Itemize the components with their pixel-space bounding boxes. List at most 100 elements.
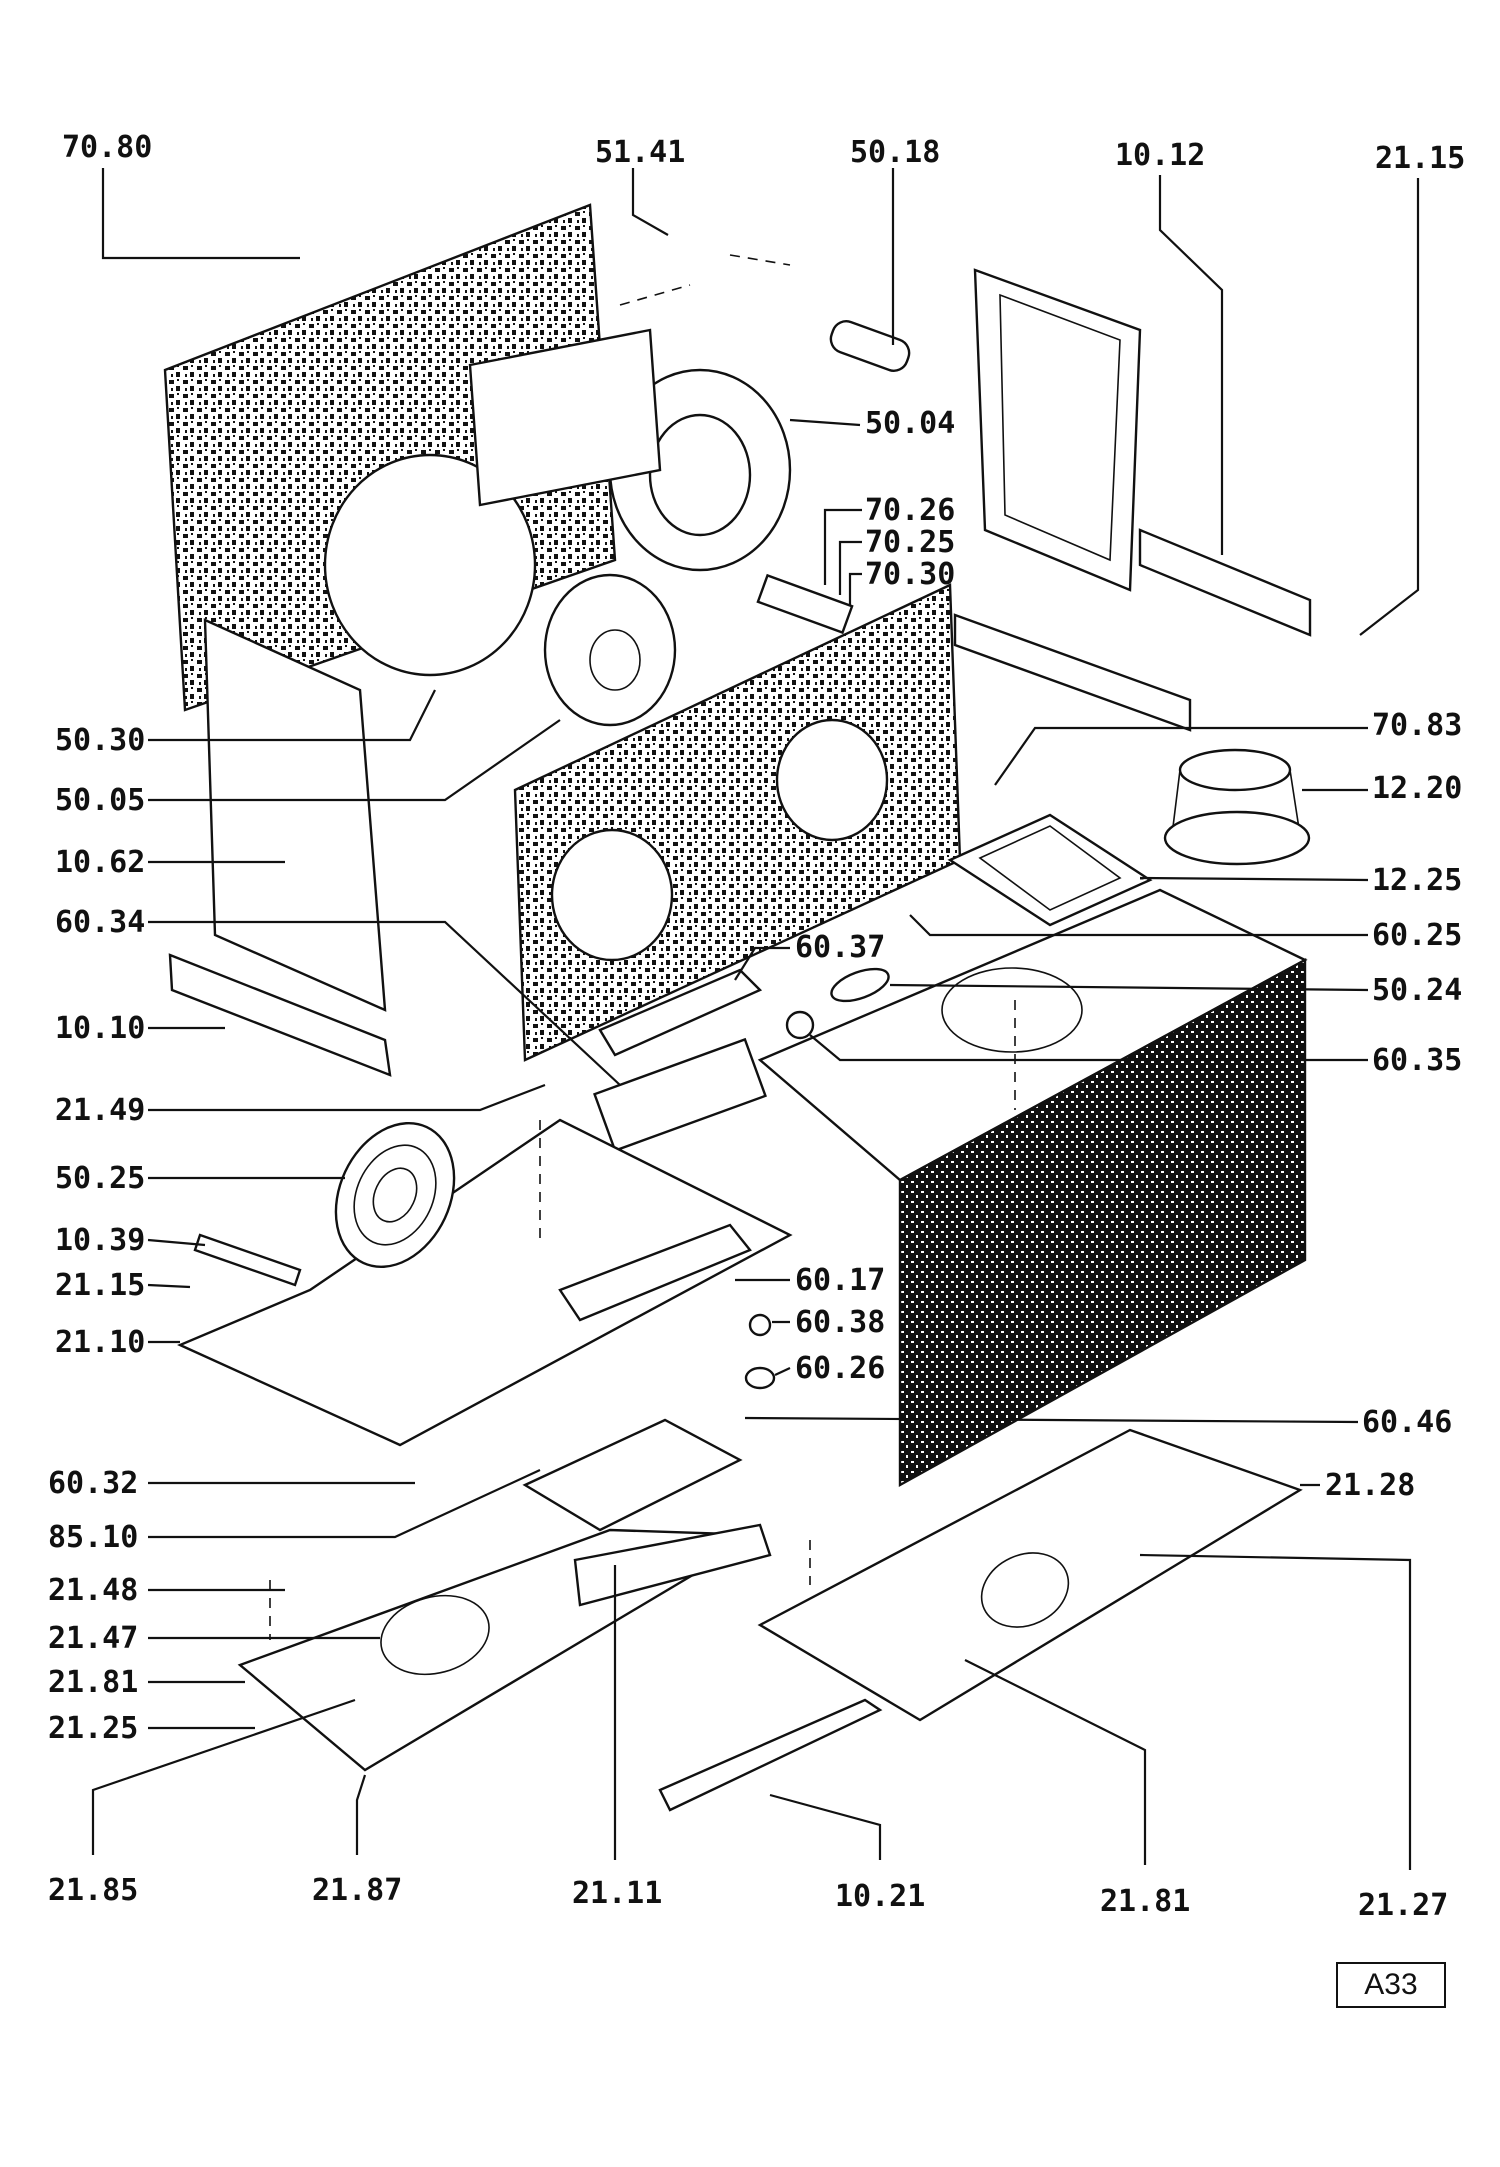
- part-label: 60.32: [48, 1466, 138, 1501]
- blower-housing-left: [323, 453, 537, 677]
- part-label: 21.10: [55, 1325, 145, 1360]
- fan-guard-ring-2: [372, 1167, 418, 1223]
- vent-grille-slots: [978, 825, 1122, 911]
- leader-10-12: [1158, 175, 1224, 555]
- part-label: 50.04: [865, 406, 955, 441]
- motor-bracket: [468, 328, 662, 507]
- control-unit: [593, 1037, 767, 1153]
- part-label: 60.26: [795, 1351, 885, 1386]
- part-label: 70.26: [865, 493, 955, 528]
- fan-guard-ring-1: [353, 1144, 437, 1246]
- lower-right-rail: [953, 613, 1192, 732]
- left-rail: [168, 953, 392, 1077]
- part-label: 50.24: [1372, 973, 1462, 1008]
- part-label: 50.30: [55, 723, 145, 758]
- part-label: 21.28: [1325, 1468, 1415, 1503]
- control-board: [598, 968, 763, 1057]
- filter-tray: [522, 1418, 743, 1532]
- leader-21-87: [355, 1774, 367, 1855]
- part-label: 60.17: [795, 1263, 885, 1298]
- part-label: 60.38: [795, 1305, 885, 1340]
- part-label: 50.18: [850, 135, 940, 170]
- right-rail: [1138, 528, 1312, 637]
- leader-50-05: [148, 719, 561, 802]
- bottom-filter-right-grille: [980, 1552, 1070, 1628]
- leader-70-80: [101, 168, 300, 260]
- leader-50-30: [148, 689, 436, 742]
- leader-10-21: [769, 1793, 882, 1860]
- leader-51-41: [631, 168, 669, 236]
- part-label: 60.46: [1362, 1405, 1452, 1440]
- part-label: 21.11: [572, 1876, 662, 1911]
- leader-85-10: [148, 1469, 541, 1539]
- part-label: 50.05: [55, 783, 145, 818]
- part-label: 21.48: [48, 1573, 138, 1608]
- middle-tray: [177, 1118, 793, 1447]
- leader-lines: [91, 168, 1420, 1870]
- housing-front: [898, 957, 1307, 1488]
- part-label: 60.37: [795, 930, 885, 965]
- bottom-filter-right: [757, 1428, 1303, 1722]
- part-label: 12.25: [1372, 863, 1462, 898]
- part-label: 70.83: [1372, 708, 1462, 743]
- part-label: 10.62: [55, 845, 145, 880]
- knob: [748, 1313, 772, 1337]
- leader-60-35: [809, 1034, 1368, 1062]
- leader-70-26: [823, 508, 862, 585]
- front-panel-hole-left: [550, 828, 674, 962]
- leader-70-83: [994, 726, 1368, 786]
- leader-12-25: [1139, 876, 1369, 882]
- leader-60-46: [744, 1416, 1359, 1424]
- blower-wheel-hub: [589, 629, 641, 691]
- part-label: 21.49: [55, 1093, 145, 1128]
- center-bar: [573, 1523, 772, 1607]
- part-label: 10.39: [55, 1223, 145, 1258]
- part-label: 21.81: [48, 1665, 138, 1700]
- front-panel-hole-right: [775, 718, 889, 842]
- leader-60-25: [909, 914, 1368, 937]
- leader-21-49: [148, 1083, 546, 1112]
- leader-60-34: [148, 920, 621, 1086]
- blower-wheel-right: [648, 413, 752, 537]
- part-label: 21.87: [312, 1873, 402, 1908]
- leader-50-24: [889, 983, 1369, 992]
- part-label: 21.15: [55, 1268, 145, 1303]
- lamp-bulb: [830, 967, 890, 1003]
- leader-10-39: [147, 1238, 206, 1247]
- leader-21-15a: [1359, 178, 1420, 636]
- duct-collar-base: [1163, 810, 1311, 866]
- leader-70-30: [848, 572, 862, 605]
- bracket-small: [193, 1233, 302, 1287]
- part-label: 60.34: [55, 905, 145, 940]
- housing-top-opening: [941, 967, 1083, 1053]
- duct-collar-top: [1178, 748, 1292, 792]
- part-label: 21.25: [48, 1711, 138, 1746]
- leader-21-27: [1139, 1553, 1412, 1870]
- leader-60-26: [774, 1367, 791, 1376]
- switch-knob: [744, 1366, 776, 1390]
- part-label: 10.21: [835, 1879, 925, 1914]
- leader-21-15b: [147, 1283, 191, 1289]
- leader-60-37: [734, 946, 790, 981]
- page-reference-box: A33: [1336, 1962, 1446, 2008]
- part-label: 70.30: [865, 557, 955, 592]
- part-label: 85.10: [48, 1520, 138, 1555]
- part-labels: 70.80 51.41 50.18 10.12 21.15 50.04 70.2…: [48, 130, 1465, 1923]
- assembly-lines: [269, 254, 1016, 1640]
- part-label: 51.41: [595, 135, 685, 170]
- part-label: 21.47: [48, 1621, 138, 1656]
- switch-block: [756, 573, 854, 635]
- capacitor: [829, 320, 911, 372]
- part-label: 21.15: [1375, 141, 1465, 176]
- leader-21-85: [91, 1698, 356, 1855]
- part-label: 50.25: [55, 1161, 145, 1196]
- part-label: 21.81: [1100, 1884, 1190, 1919]
- vent-grille: [947, 813, 1153, 927]
- front-profile: [658, 1698, 883, 1812]
- part-label: 21.85: [48, 1873, 138, 1908]
- bottom-filter-left-grille: [380, 1594, 490, 1676]
- part-label: 60.25: [1372, 918, 1462, 953]
- left-side-panel: [203, 618, 387, 1012]
- control-panel: [558, 1223, 752, 1322]
- leader-50-04: [789, 418, 861, 427]
